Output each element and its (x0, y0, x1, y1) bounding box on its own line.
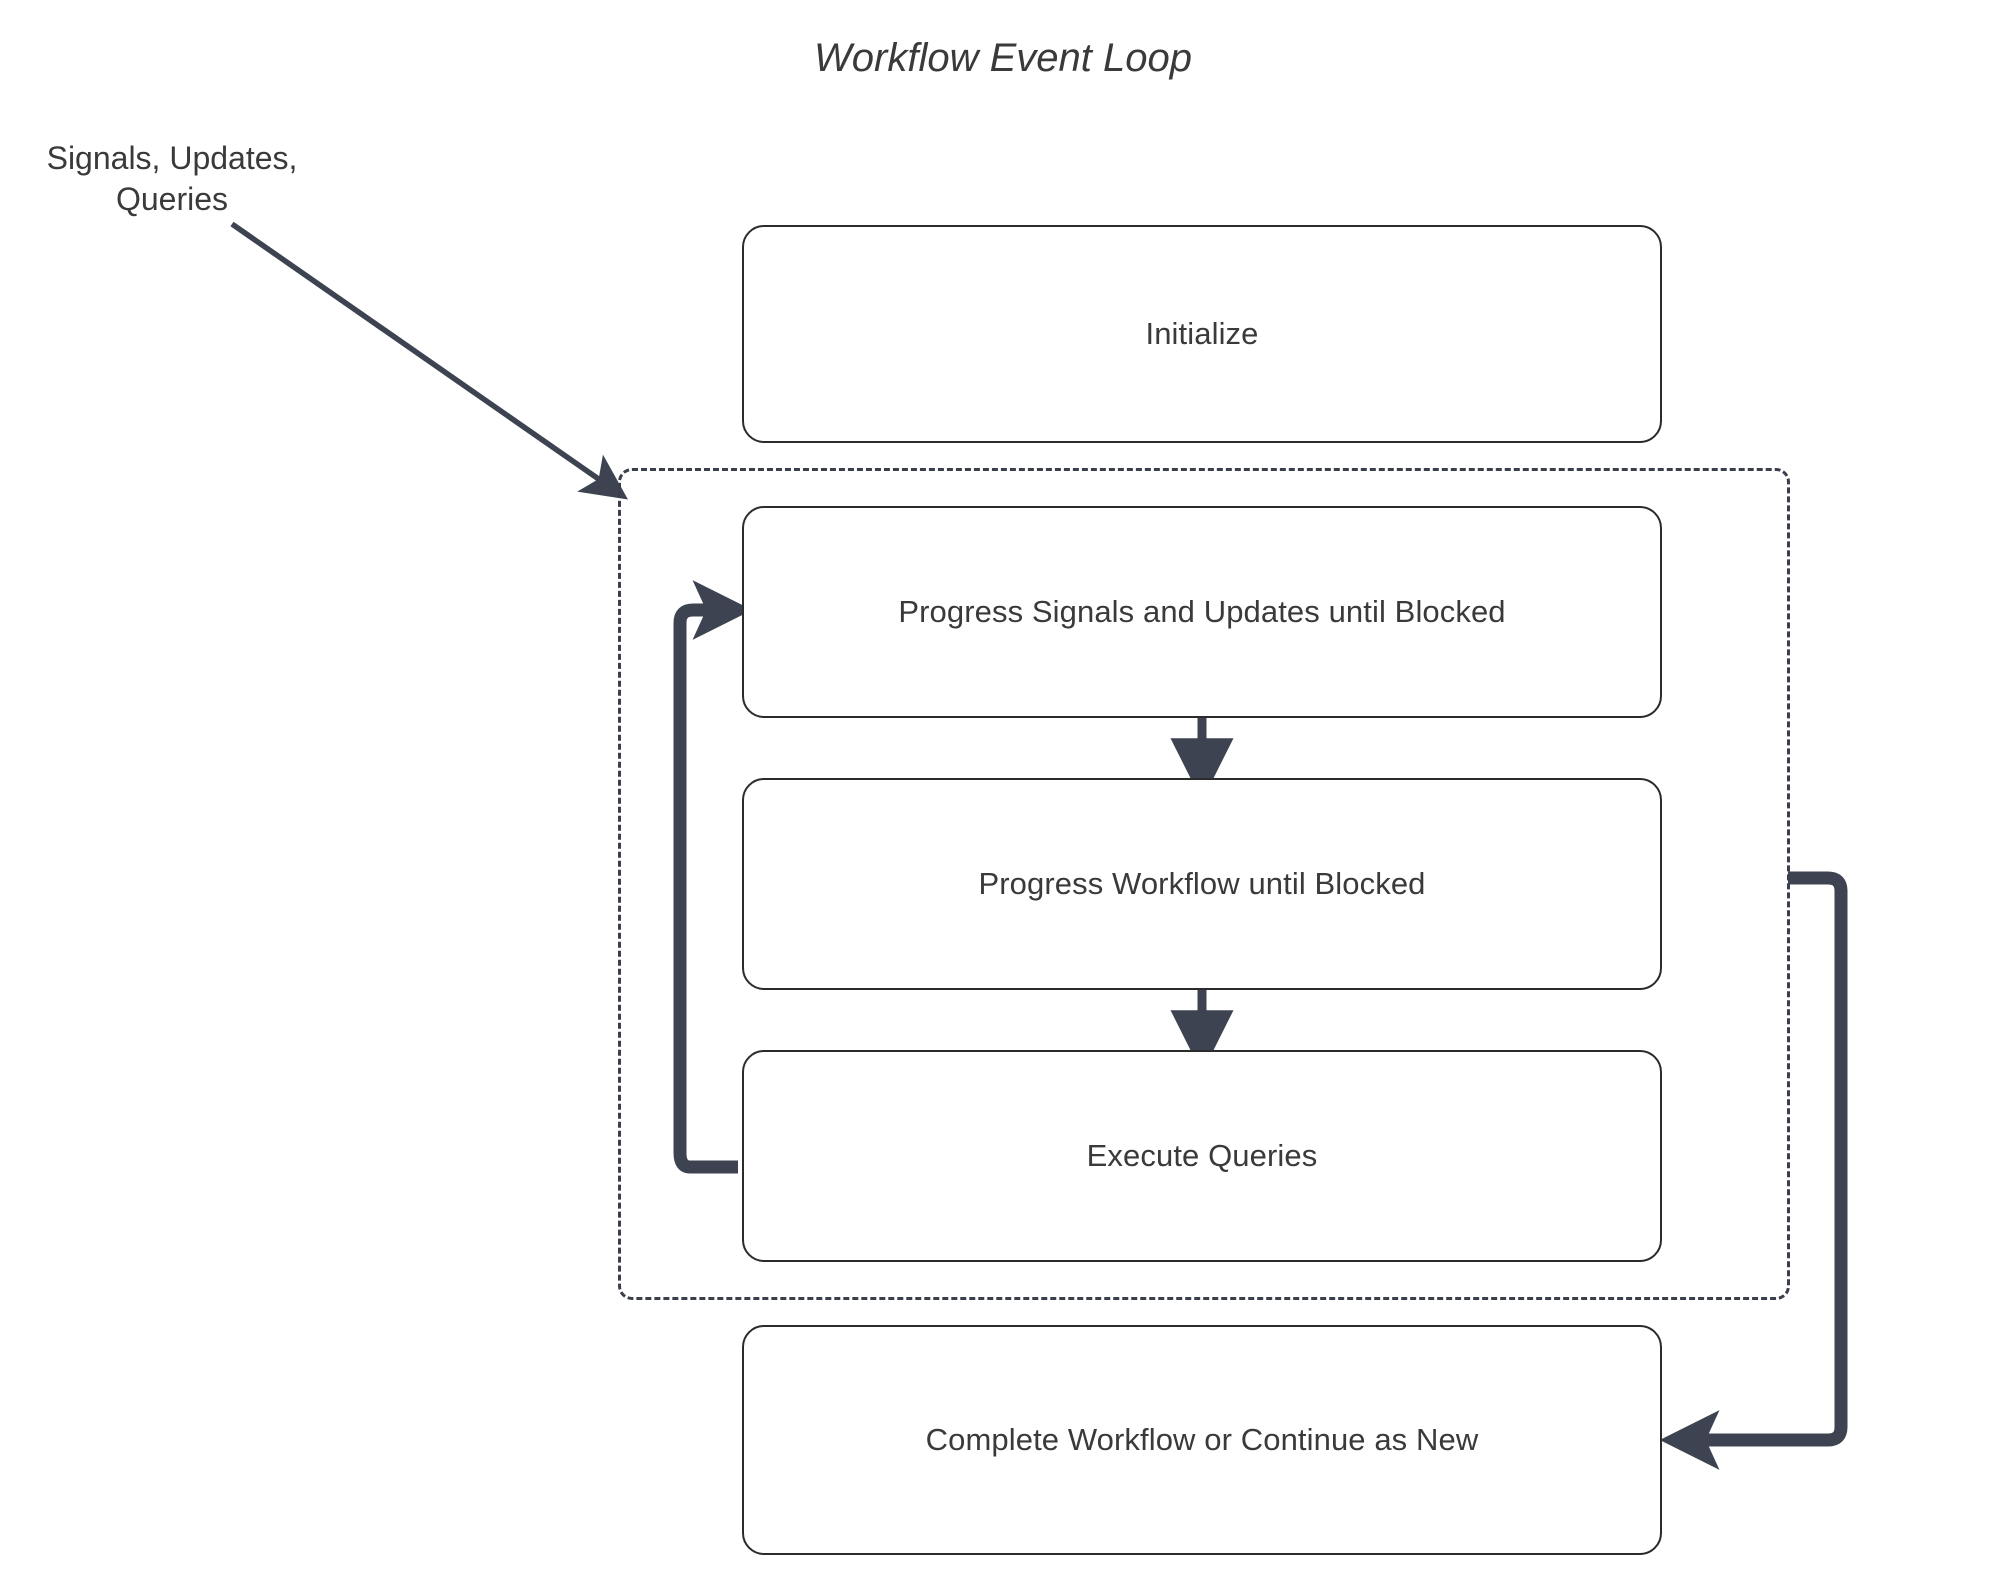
node-progress-signals[interactable]: Progress Signals and Updates until Block… (742, 506, 1662, 718)
edge-loop-back-to-signals (673, 580, 753, 1174)
node-execute-queries[interactable]: Execute Queries (742, 1050, 1662, 1262)
node-initialize[interactable]: Initialize (742, 225, 1662, 443)
edge-external-input-to-loop (230, 221, 628, 500)
node-progress-workflow[interactable]: Progress Workflow until Blocked (742, 778, 1662, 990)
page-title: Workflow Event Loop (814, 36, 1192, 80)
event-loop-group (618, 468, 1790, 1300)
edge-loop-to-complete (1659, 871, 1848, 1470)
external-input-label-line1: Signals, Updates, (46, 140, 298, 176)
external-input-label: Signals, Updates, Queries (10, 138, 334, 220)
node-complete-workflow[interactable]: Complete Workflow or Continue as New (742, 1325, 1662, 1555)
external-input-label-line2: Queries (115, 180, 229, 217)
